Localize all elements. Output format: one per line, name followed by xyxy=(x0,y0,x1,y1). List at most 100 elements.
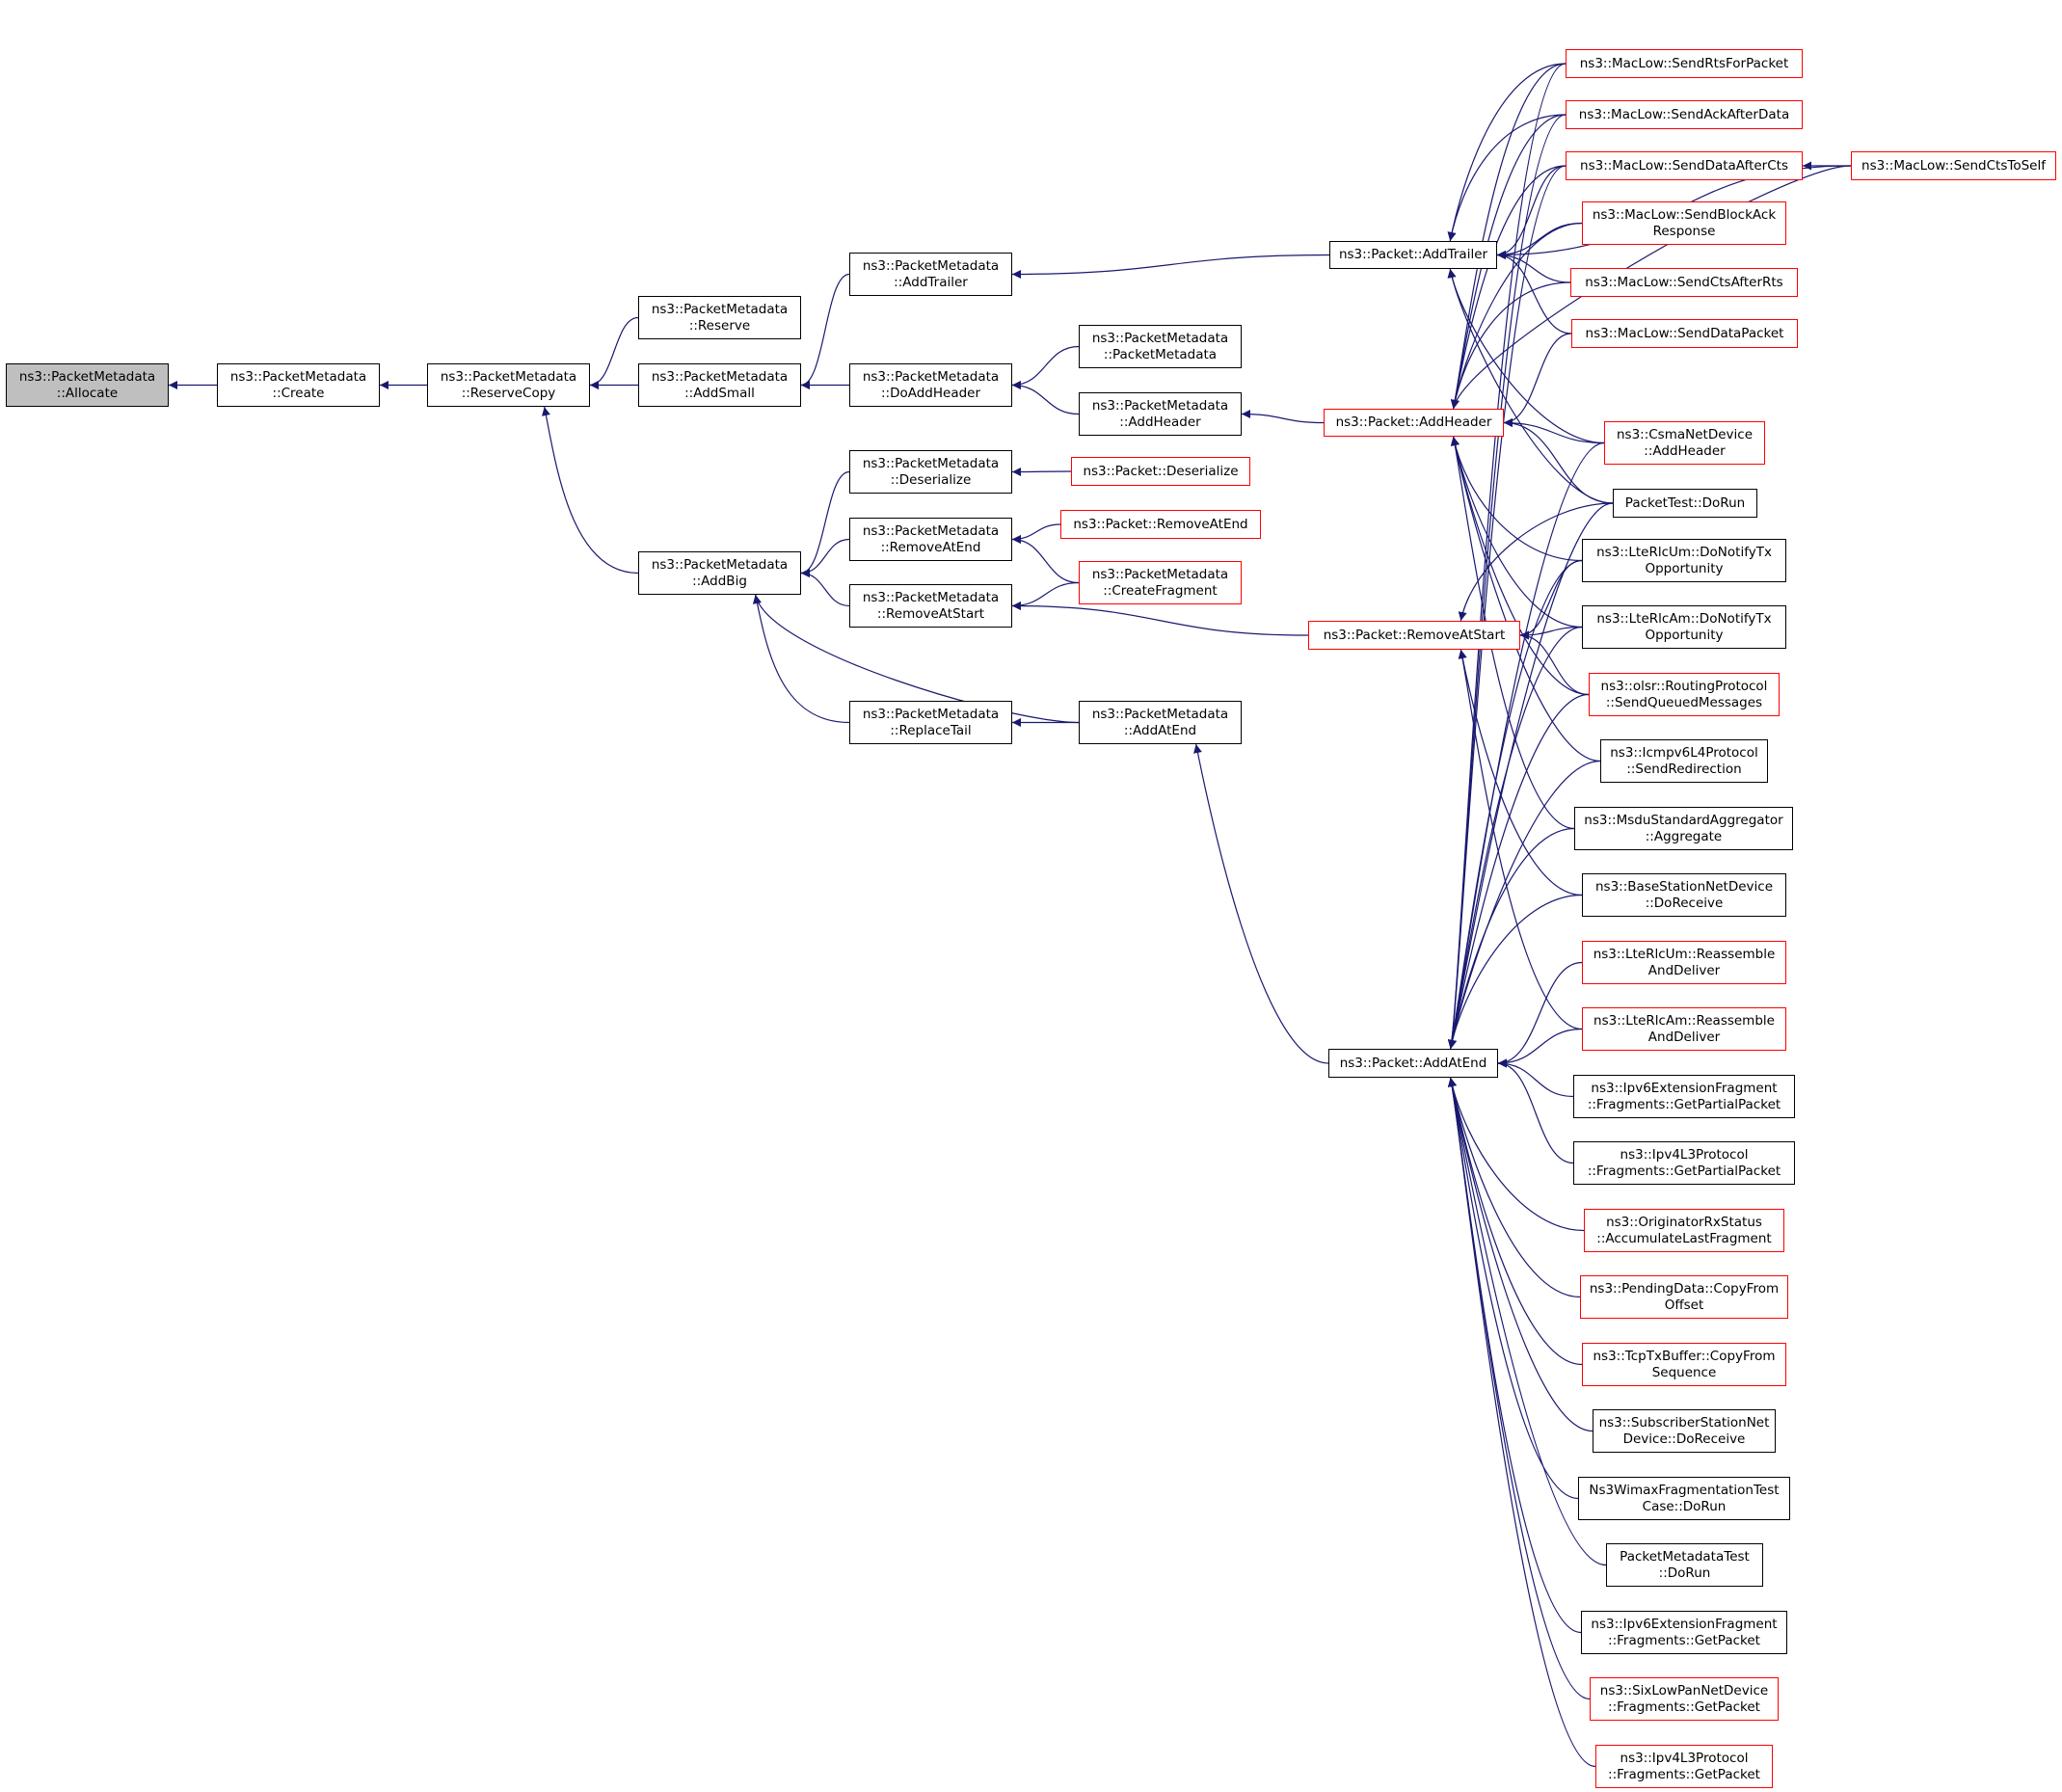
node-sendackafterdata[interactable]: ns3::MacLow::SendAckAfterData xyxy=(1566,100,1803,129)
node-csma-addheader[interactable]: ns3::CsmaNetDevice ::AddHeader xyxy=(1604,421,1765,465)
node-sendrts[interactable]: ns3::MacLow::SendRtsForPacket xyxy=(1566,49,1803,78)
call-edge-sendrts-to-p_addatend xyxy=(1448,63,1567,1050)
node-p-removeatend[interactable]: ns3::Packet::RemoveAtEnd xyxy=(1060,510,1261,539)
node-createfragment[interactable]: ns3::PacketMetadata ::CreateFragment xyxy=(1079,561,1242,604)
node-rlcam-notify[interactable]: ns3::LteRlcAm::DoNotifyTx Opportunity xyxy=(1582,605,1786,649)
call-edge-p_addtrailer-to-pm_addtrailer xyxy=(1011,254,1330,279)
call-edge-sendctstoself-to-p_addheader xyxy=(1451,165,1852,410)
call-edge-replacetail-to-addbig xyxy=(753,594,850,724)
node-reservecopy[interactable]: ns3::PacketMetadata ::ReserveCopy xyxy=(427,363,590,407)
node-pmtest[interactable]: PacketMetadataTest ::DoRun xyxy=(1606,1543,1763,1587)
node-p-addatend[interactable]: ns3::Packet::AddAtEnd xyxy=(1328,1049,1498,1078)
call-edge-p_deserialize-to-pm_deserialize xyxy=(1011,467,1072,476)
call-edge-pmtest-to-p_addatend xyxy=(1448,1077,1607,1566)
node-doaddheader[interactable]: ns3::PacketMetadata ::DoAddHeader xyxy=(849,363,1012,407)
call-edge-packettest-to-p_addtrailer xyxy=(1447,268,1614,504)
call-edge-p_addatend-to-pm_addatend xyxy=(1193,743,1329,1064)
call-edge-bs_doreceive-to-p_addatend xyxy=(1448,894,1583,1050)
node-rlcum-reassemble[interactable]: ns3::LteRlcUm::Reassemble AndDeliver xyxy=(1582,941,1786,984)
node-ss-doreceive[interactable]: ns3::SubscriberStationNet Device::DoRece… xyxy=(1593,1409,1776,1453)
node-pm-removeatend[interactable]: ns3::PacketMetadata ::RemoveAtEnd xyxy=(849,518,1012,561)
call-edge-senddataaftercts-to-p_addatend xyxy=(1448,165,1567,1050)
node-sixlowpan[interactable]: ns3::SixLowPanNetDevice ::Fragments::Get… xyxy=(1590,1677,1779,1721)
node-rlcum-notify[interactable]: ns3::LteRlcUm::DoNotifyTx Opportunity xyxy=(1582,539,1786,582)
node-pm-addheader[interactable]: ns3::PacketMetadata ::AddHeader xyxy=(1079,392,1242,436)
call-edge-msdu_aggregate-to-p_addatend xyxy=(1448,827,1575,1050)
node-rlcam-reassemble[interactable]: ns3::LteRlcAm::Reassemble AndDeliver xyxy=(1582,1007,1786,1051)
call-edge-rlcum_reassemble-to-p_addatend xyxy=(1497,961,1583,1068)
node-pm-removeatstart[interactable]: ns3::PacketMetadata ::RemoveAtStart xyxy=(849,584,1012,628)
call-edge-senddatapacket-to-p_addheader xyxy=(1503,333,1572,427)
call-edge-senddatapacket-to-p_addtrailer xyxy=(1496,251,1572,334)
call-edge-sendctsafterrts-to-p_addtrailer xyxy=(1496,251,1571,283)
call-edge-rlcum_notify-to-p_removeatstart xyxy=(1519,559,1583,640)
call-edge-rlcum_notify-to-p_addheader xyxy=(1450,436,1583,562)
node-senddataaftercts[interactable]: ns3::MacLow::SendDataAfterCts xyxy=(1566,151,1803,180)
node-pm-addtrailer[interactable]: ns3::PacketMetadata ::AddTrailer xyxy=(849,253,1012,296)
call-edge-pendingdata-to-p_addatend xyxy=(1448,1077,1581,1298)
call-edge-rlcum_notify-to-p_addatend xyxy=(1448,559,1583,1050)
node-replacetail[interactable]: ns3::PacketMetadata ::ReplaceTail xyxy=(849,701,1012,744)
call-edge-pm_removeatstart-to-addbig xyxy=(800,569,850,607)
call-edge-addbig-to-reservecopy xyxy=(542,406,639,575)
node-pm-addatend[interactable]: ns3::PacketMetadata ::AddAtEnd xyxy=(1079,701,1242,744)
node-bs-doreceive[interactable]: ns3::BaseStationNetDevice ::DoReceive xyxy=(1582,873,1786,917)
call-edge-pm_addatend-to-addbig xyxy=(753,594,1080,724)
call-edge-pm_addheader-to-doaddheader xyxy=(1011,381,1080,415)
call-edge-pm_addtrailer-to-addsmall xyxy=(800,273,850,389)
node-ipv6ext-partial[interactable]: ns3::Ipv6ExtensionFragment ::Fragments::… xyxy=(1573,1075,1795,1118)
call-edge-rlcam_notify-to-p_addatend xyxy=(1448,626,1583,1050)
call-edge-packettest-to-p_removeatstart xyxy=(1458,502,1614,622)
call-edge-csma_addheader-to-p_addheader xyxy=(1503,418,1605,444)
call-edge-wimaxfrag-to-p_addatend xyxy=(1448,1077,1579,1500)
node-create[interactable]: ns3::PacketMetadata ::Create xyxy=(217,363,380,407)
node-wimaxfrag[interactable]: Ns3WimaxFragmentationTest Case::DoRun xyxy=(1578,1477,1790,1520)
node-ipv4l3-partial[interactable]: ns3::Ipv4L3Protocol ::Fragments::GetPart… xyxy=(1573,1141,1795,1185)
node-p-removeatstart[interactable]: ns3::Packet::RemoveAtStart xyxy=(1308,621,1520,650)
node-pm-deserialize[interactable]: ns3::PacketMetadata ::Deserialize xyxy=(849,450,1012,494)
node-packettest[interactable]: PacketTest::DoRun xyxy=(1613,489,1757,518)
node-p-addheader[interactable]: ns3::Packet::AddHeader xyxy=(1324,409,1504,437)
call-edge-sendackafterdata-to-p_addtrailer xyxy=(1447,114,1567,242)
call-edge-rlcam_reassemble-to-p_addatend xyxy=(1497,1028,1583,1068)
node-ipv4l3-getpacket[interactable]: ns3::Ipv4L3Protocol ::Fragments::GetPack… xyxy=(1595,1745,1773,1788)
node-p-deserialize[interactable]: ns3::Packet::Deserialize xyxy=(1071,457,1250,486)
call-edge-rlcam_notify-to-p_addheader xyxy=(1450,436,1583,629)
call-edge-sendrts-to-p_addtrailer xyxy=(1447,63,1567,242)
node-olsr-send[interactable]: ns3::olsr::RoutingProtocol ::SendQueuedM… xyxy=(1589,673,1780,716)
call-edge-p_removeatstart-to-pm_removeatstart xyxy=(1011,602,1309,636)
call-edge-senddataaftercts-to-p_addtrailer xyxy=(1496,165,1567,259)
call-edge-p_removeatend-to-pm_removeatend xyxy=(1011,523,1061,544)
node-sendblockack[interactable]: ns3::MacLow::SendBlockAck Response xyxy=(1582,201,1786,245)
call-edge-olsr_send-to-p_removeatstart xyxy=(1519,630,1590,696)
call-edge-ipv4l3_partial-to-p_addatend xyxy=(1497,1058,1574,1164)
call-edge-ipv4l3_getpacket-to-p_addatend xyxy=(1448,1077,1596,1768)
call-edge-p_addheader-to-pm_addheader xyxy=(1241,410,1325,424)
call-edge-sendctsafterrts-to-p_addheader xyxy=(1450,281,1571,410)
call-edge-ss_doreceive-to-p_addatend xyxy=(1448,1077,1593,1432)
call-edge-msdu_aggregate-to-p_addheader xyxy=(1450,436,1575,830)
call-edge-pm_ctor-to-doaddheader xyxy=(1011,345,1080,389)
call-edge-olsr_send-to-p_addatend xyxy=(1448,693,1590,1050)
node-sendctsafterrts[interactable]: ns3::MacLow::SendCtsAfterRts xyxy=(1570,268,1798,297)
node-tcptxbuffer[interactable]: ns3::TcpTxBuffer::CopyFrom Sequence xyxy=(1582,1343,1786,1386)
node-pendingdata[interactable]: ns3::PendingData::CopyFrom Offset xyxy=(1580,1275,1788,1319)
node-originator[interactable]: ns3::OriginatorRxStatus ::AccumulateLast… xyxy=(1584,1209,1784,1252)
call-edge-pm_deserialize-to-addbig xyxy=(800,470,850,577)
call-edge-csma_addheader-to-p_addtrailer xyxy=(1447,268,1605,444)
call-edge-packettest-to-p_addheader xyxy=(1503,418,1614,504)
node-senddatapacket[interactable]: ns3::MacLow::SendDataPacket xyxy=(1571,319,1798,348)
node-reserve[interactable]: ns3::PacketMetadata ::Reserve xyxy=(638,296,801,339)
call-edge-rlcam_reassemble-to-p_removeatstart xyxy=(1458,649,1583,1030)
call-edge-icmpv6_redirect-to-p_addheader xyxy=(1450,436,1601,762)
node-p-addtrailer[interactable]: ns3::Packet::AddTrailer xyxy=(1329,241,1497,269)
node-msdu-aggregate[interactable]: ns3::MsduStandardAggregator ::Aggregate xyxy=(1574,807,1793,850)
node-addbig[interactable]: ns3::PacketMetadata ::AddBig xyxy=(638,551,801,595)
node-addsmall[interactable]: ns3::PacketMetadata ::AddSmall xyxy=(638,363,801,407)
node-pm-ctor[interactable]: ns3::PacketMetadata ::PacketMetadata xyxy=(1079,325,1242,368)
node-ipv6ext-getpacket[interactable]: ns3::Ipv6ExtensionFragment ::Fragments::… xyxy=(1581,1611,1787,1654)
node-icmpv6-redirect[interactable]: ns3::Icmpv6L4Protocol ::SendRedirection xyxy=(1600,739,1768,783)
node-sendctstoself[interactable]: ns3::MacLow::SendCtsToSelf xyxy=(1851,151,2056,180)
call-edge-ipv6ext_partial-to-p_addatend xyxy=(1497,1058,1574,1098)
